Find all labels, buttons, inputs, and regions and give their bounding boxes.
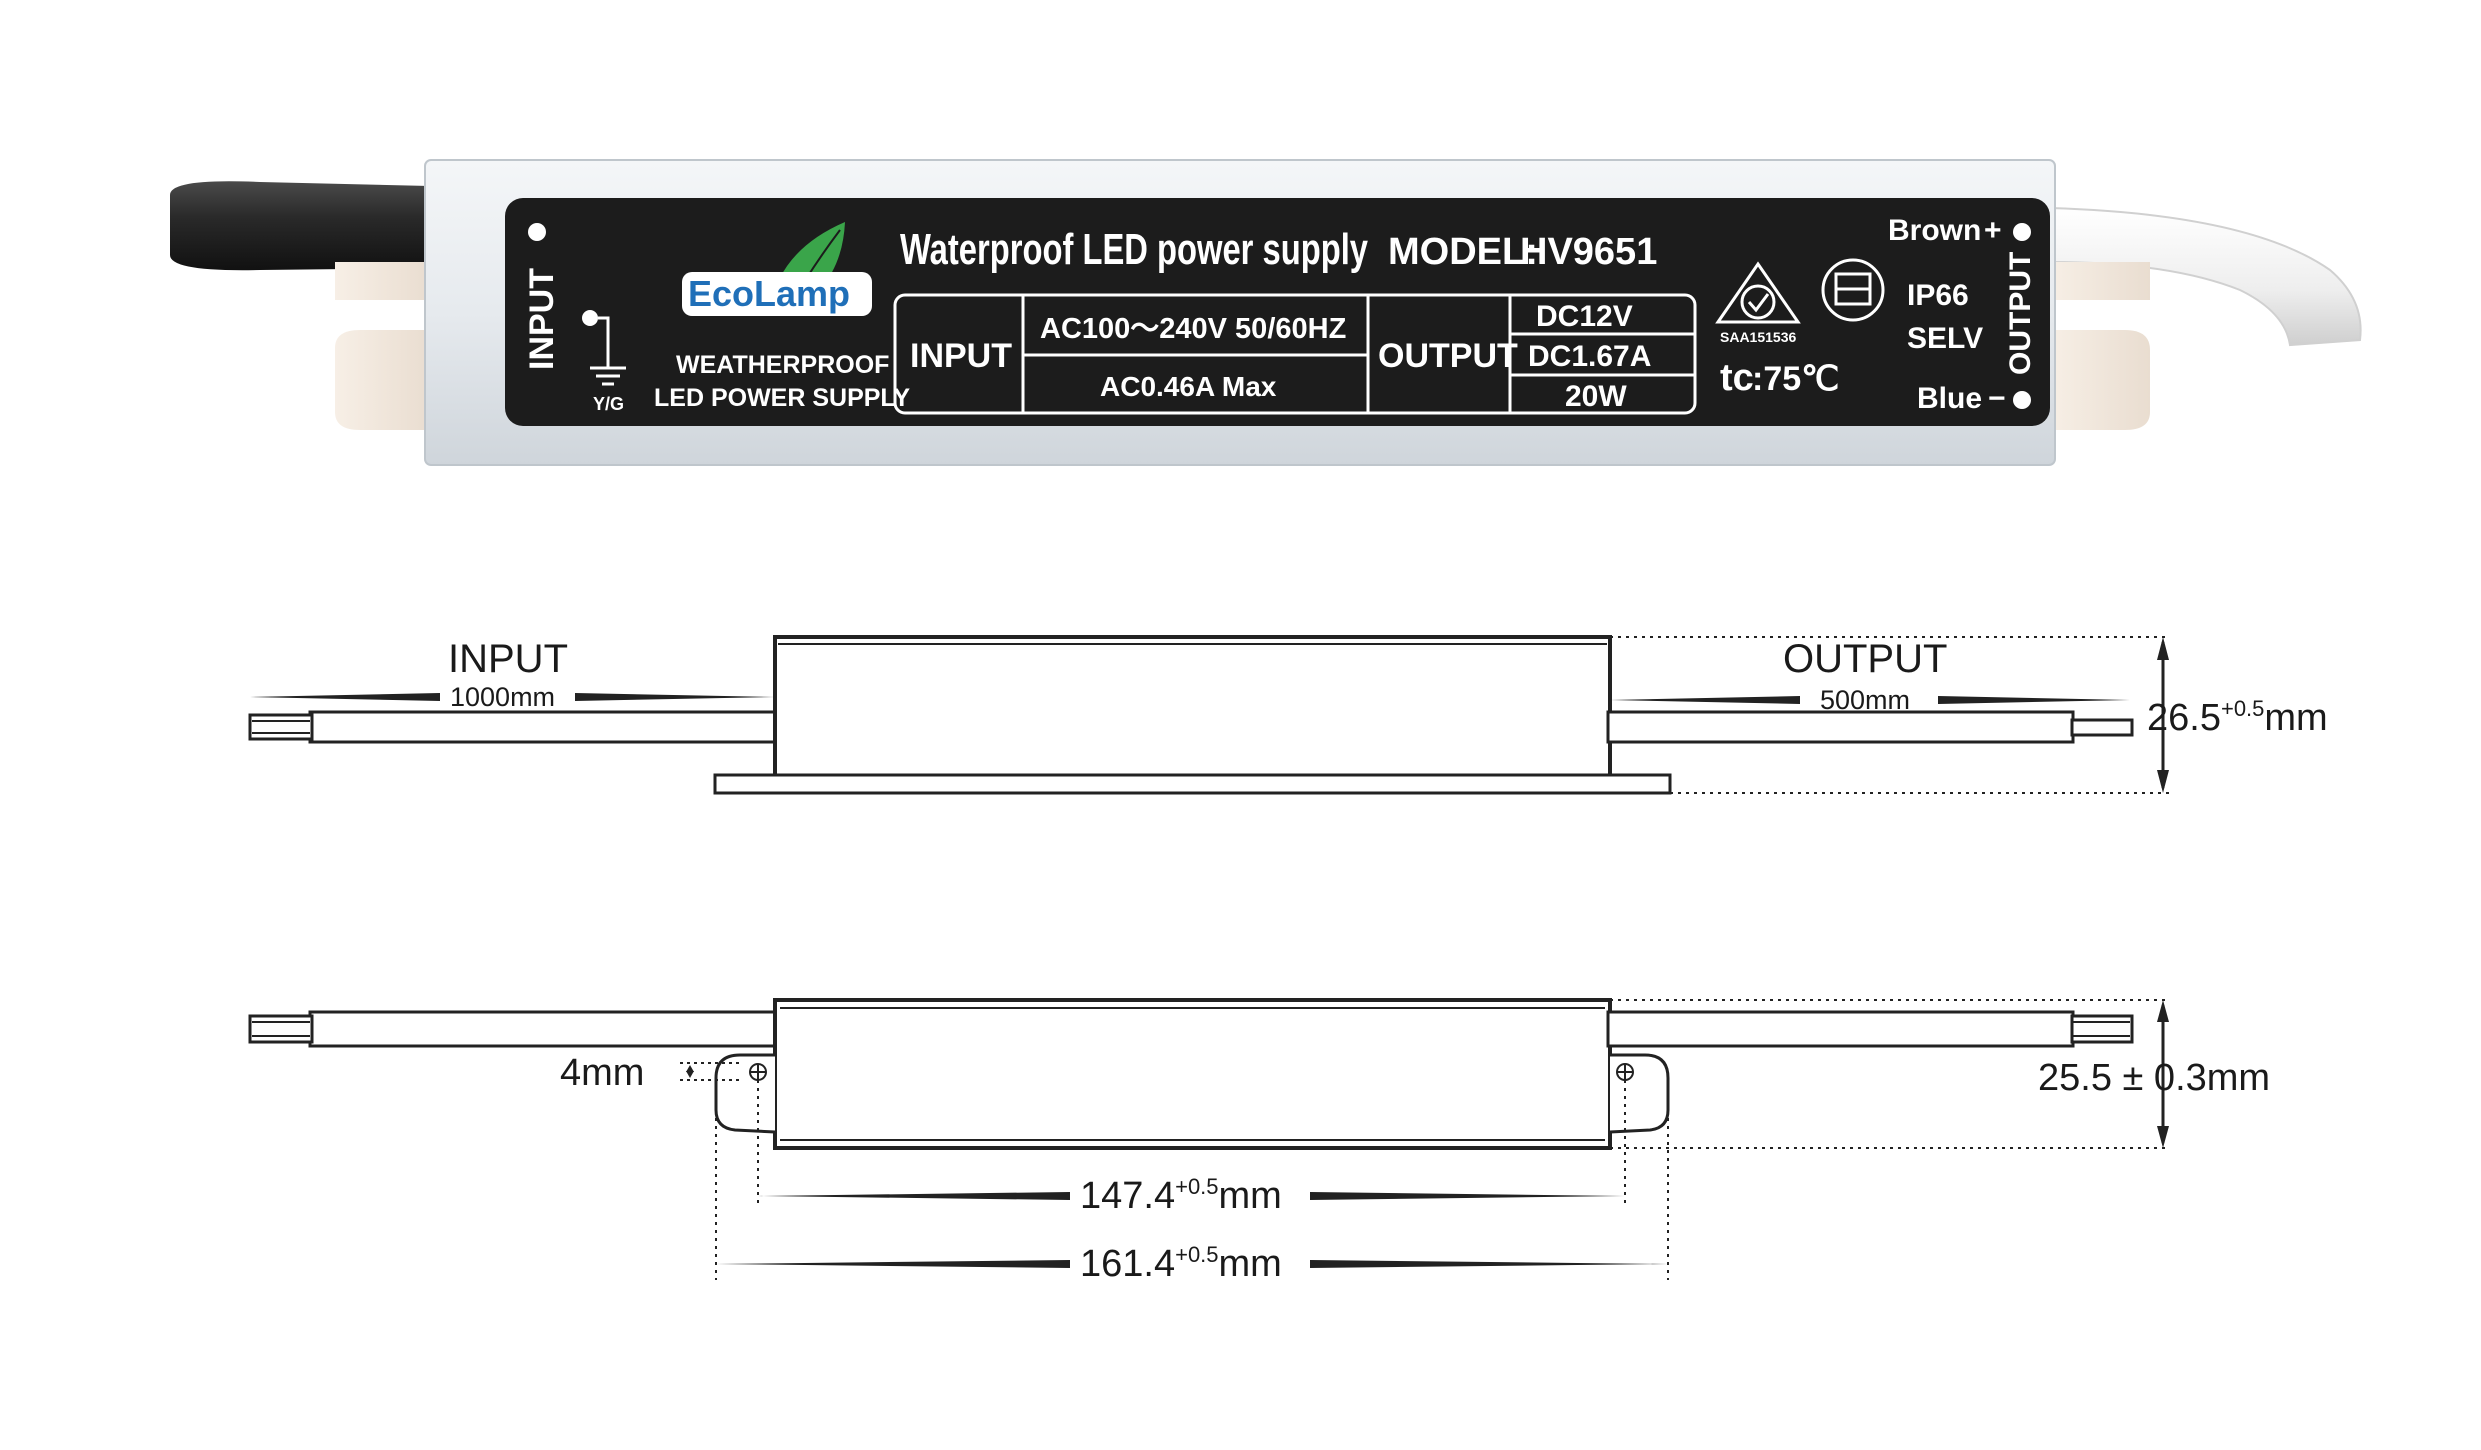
- cert-number: SAA151536: [1720, 329, 1796, 345]
- output-power: 20W: [1565, 380, 1627, 413]
- input-current: AC0.46A Max: [1100, 371, 1277, 402]
- product-title: Waterproof LED power supply: [900, 225, 1368, 274]
- plate-output-side-label: OUTPUT: [2004, 252, 2037, 375]
- side-input-label: INPUT: [448, 637, 568, 681]
- mount-tab-right-top: [2050, 262, 2150, 300]
- height-unit: mm: [2264, 697, 2327, 739]
- side-input-cable-length: 1000mm: [450, 682, 555, 712]
- hole-span-unit: mm: [1219, 1175, 1282, 1217]
- spec-table: [893, 293, 1697, 415]
- weatherproof-line1: WEATHERPROOF: [676, 351, 889, 379]
- top-left-mount-tab: [714, 1053, 776, 1134]
- hole-span-value: 147.4: [1080, 1175, 1175, 1217]
- top-output-cable-end: [2070, 1014, 2134, 1044]
- side-body: [773, 635, 1612, 792]
- output-current: DC1.67A: [1528, 340, 1651, 373]
- side-output-cable-length: 500mm: [1820, 685, 1910, 715]
- hole-span-tolerance: +0.5: [1175, 1174, 1218, 1199]
- side-input-cable-end: [248, 713, 314, 741]
- brown-label: Brown: [1888, 214, 1981, 247]
- total-length-tolerance: +0.5: [1175, 1242, 1218, 1267]
- model-value: HV9651: [1520, 231, 1657, 273]
- top-view-drawing: [248, 998, 2170, 1280]
- input-voltage: AC100～240V 50/60HZ: [1040, 313, 1346, 345]
- output-voltage: DC12V: [1536, 300, 1633, 333]
- rcm-certification-icon: [1715, 261, 1801, 324]
- tab-gap-label: 4mm: [560, 1052, 644, 1094]
- total-length-value: 161.4: [1080, 1243, 1175, 1285]
- ecolamp-logo: EcoLamp: [682, 222, 872, 316]
- side-base-flange: [713, 773, 1672, 795]
- total-length-dimension: 161.4+0.5mm: [1080, 1242, 1282, 1285]
- ground-label: Y/G: [593, 394, 624, 414]
- plate-input-side-label: INPUT: [523, 268, 561, 370]
- total-length-unit: mm: [1219, 1243, 1282, 1285]
- hole-span-arrow-left: [758, 1192, 1070, 1200]
- tc-value: :75℃: [1752, 360, 1839, 398]
- output-cable-white: [2049, 206, 2362, 347]
- total-length-arrow-left: [716, 1260, 1070, 1268]
- product-photo: INPUT Y/G EcoLamp WEATHERPROOF LED POWER…: [170, 159, 2362, 466]
- brown-terminal-dot: [2013, 223, 2031, 241]
- input-cable-black: [170, 181, 430, 271]
- top-body: [773, 998, 1612, 1150]
- ground-dot: [582, 310, 598, 326]
- brand-logo-text: EcoLamp: [688, 273, 850, 314]
- blue-terminal-dot: [2013, 391, 2031, 409]
- tc-prefix: tc: [1720, 357, 1754, 399]
- height-value: 26.5: [2147, 697, 2221, 739]
- hole-span-arrow-right: [1310, 1192, 1625, 1200]
- mount-tab-left-bottom: [335, 330, 430, 430]
- side-input-cable: [308, 710, 782, 744]
- output-cell-label: OUTPUT: [1378, 337, 1518, 375]
- side-output-cable-end: [2070, 718, 2134, 737]
- top-output-cable: [1606, 1010, 2075, 1048]
- top-input-cable: [308, 1010, 782, 1048]
- side-view-drawing: [248, 635, 2170, 795]
- height-tolerance: +0.5: [2221, 696, 2264, 721]
- input-cell-label: INPUT: [910, 337, 1012, 375]
- blue-label: Blue: [1917, 382, 1982, 415]
- independent-ballast-icon: [1821, 258, 1885, 322]
- height-dimension-value: 26.5+0.5mm: [2147, 696, 2328, 739]
- width-dimension-value: 25.5 ± 0.3mm: [2038, 1057, 2270, 1099]
- model-label: MODEL:: [1388, 231, 1538, 273]
- ground-icon: [590, 316, 626, 386]
- mount-tab-right-bottom: [2050, 330, 2150, 430]
- side-output-cable: [1606, 710, 2075, 744]
- top-input-cable-end: [248, 1014, 314, 1044]
- blue-sign: −: [1988, 382, 2006, 415]
- side-output-label: OUTPUT: [1783, 637, 1947, 681]
- label-plate: [505, 198, 2050, 426]
- mount-tab-left-top: [335, 262, 430, 300]
- input-terminal-dot: [528, 223, 546, 241]
- weatherproof-line2: LED POWER SUPPLY: [654, 384, 910, 412]
- brown-sign: +: [1984, 214, 2002, 247]
- total-length-arrow-right: [1310, 1260, 1668, 1268]
- selv-label: SELV: [1907, 322, 1983, 355]
- hole-span-dimension: 147.4+0.5mm: [1080, 1174, 1282, 1217]
- ip-rating: IP66: [1907, 279, 1969, 312]
